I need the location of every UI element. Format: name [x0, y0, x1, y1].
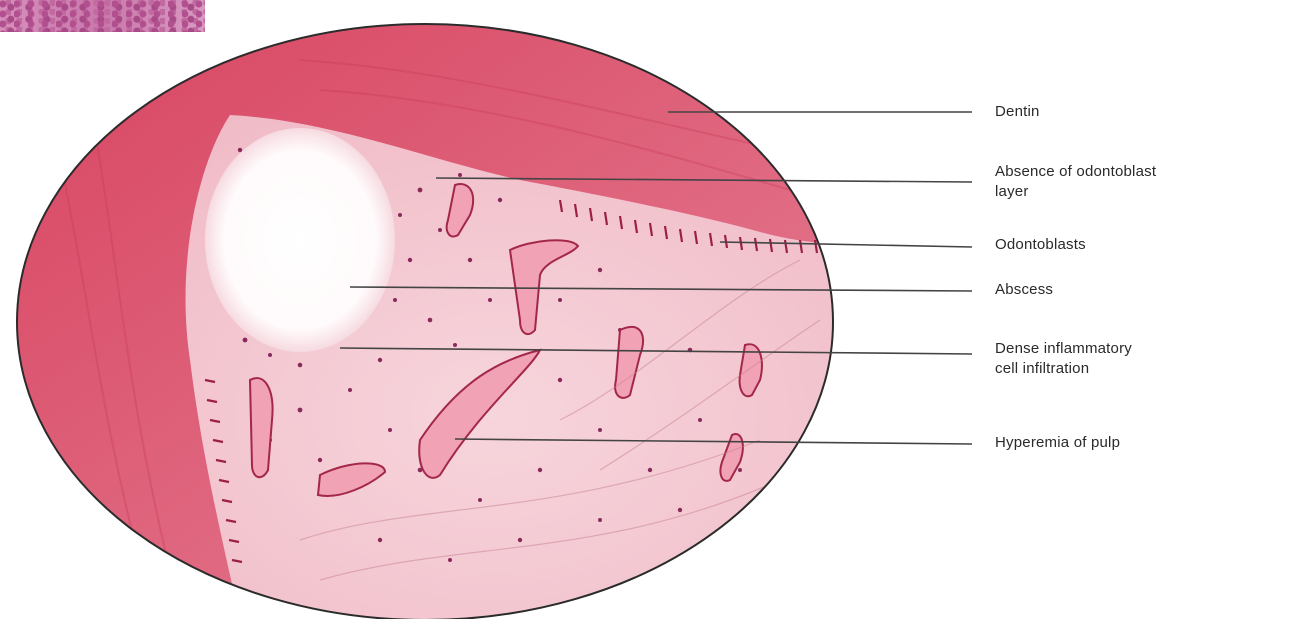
label-absence-odontoblast-line2: layer — [995, 183, 1029, 201]
label-absence-odontoblast-line1: Absence of odontoblast — [995, 163, 1156, 181]
label-odontoblasts: Odontoblasts — [995, 236, 1086, 254]
label-hyperemia: Hyperemia of pulp — [995, 434, 1120, 452]
label-dense-inflammatory-line2: cell infiltration — [995, 360, 1089, 378]
vessel-3 — [250, 378, 273, 477]
abscess-cavity — [205, 128, 395, 352]
label-dentin: Dentin — [995, 103, 1040, 121]
label-dense-inflammatory-line1: Dense inflammatory — [995, 340, 1132, 358]
label-abscess: Abscess — [995, 281, 1053, 299]
